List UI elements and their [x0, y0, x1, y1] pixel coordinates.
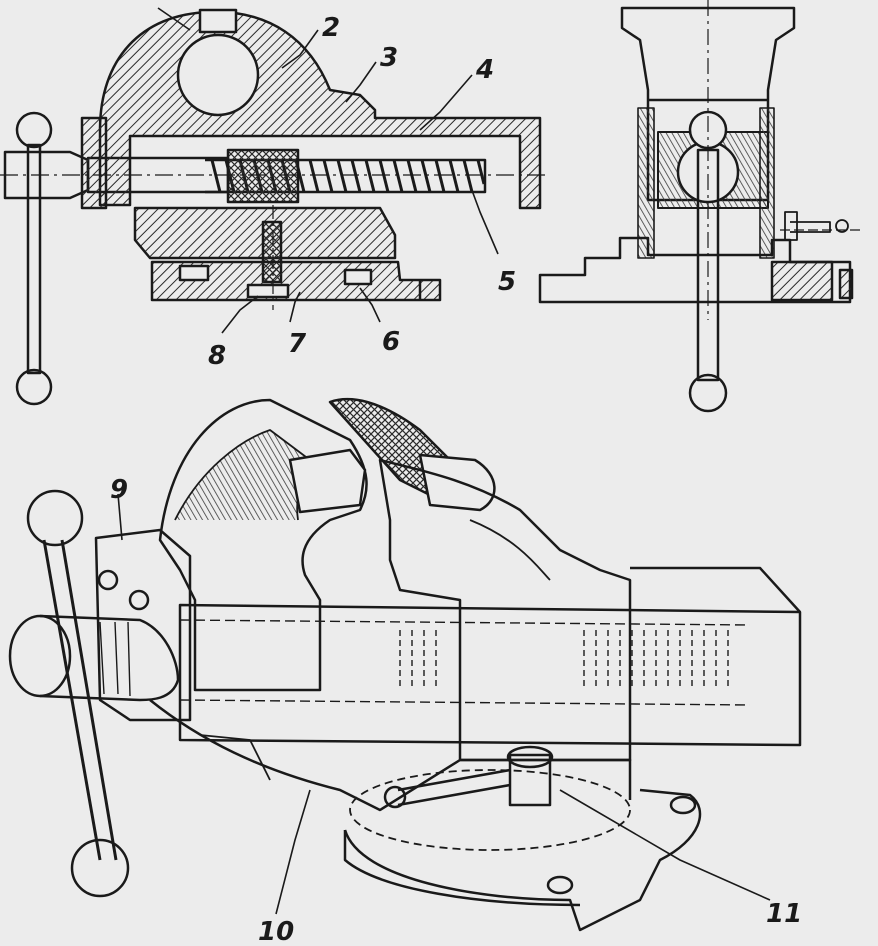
lock-nut [508, 753, 552, 807]
jaw-bore [176, 33, 260, 117]
perspective-view [8, 397, 802, 932]
screw-boss [8, 614, 72, 698]
callout-6: 6 [382, 327, 400, 357]
movable-jaw [158, 398, 368, 692]
callout-4: 4 [475, 55, 494, 85]
handle-lower-ball [70, 838, 130, 898]
callout-8: 8 [208, 341, 226, 371]
callout-5: 5 [498, 267, 516, 297]
front-view [538, 0, 860, 413]
swivel-plate [349, 769, 631, 851]
slide-bar [178, 603, 802, 747]
callout-3: 3 [380, 43, 398, 73]
handle-upper-ball [26, 489, 84, 547]
callout-11: 11 [766, 899, 802, 929]
front-handle-ball [688, 373, 728, 413]
callout-7: 7 [288, 329, 307, 359]
callout-2: 2 [322, 13, 340, 43]
hidden-thread [399, 630, 729, 690]
movable-jaw-section [98, 10, 542, 210]
body-casting [149, 699, 632, 812]
handle-bottom-ball [15, 368, 53, 406]
front-plate [94, 528, 192, 722]
callout-10: 10 [258, 917, 294, 946]
fixed-jaw [378, 458, 632, 762]
swivel-base [343, 788, 702, 932]
handle-top-ball [15, 111, 53, 149]
callout-labels: 2 3 4 5 6 7 8 9 10 11 [110, 13, 802, 946]
callout-9: 9 [110, 475, 128, 505]
handle-rod [26, 143, 42, 375]
side-section-view [0, 7, 548, 406]
screw-nut [226, 148, 300, 204]
jaw-plate [198, 8, 238, 34]
